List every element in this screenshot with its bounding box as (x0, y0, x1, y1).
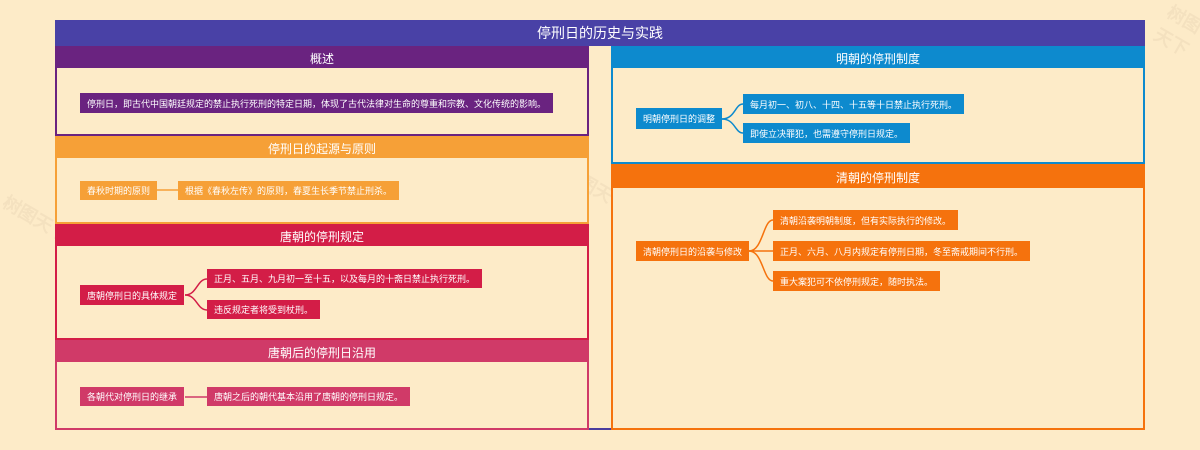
section-ming: 明朝的停刑制度 明朝停刑日的调整 每月初一、初八、十四、十五等十日禁止执行死刑。… (611, 46, 1145, 164)
section-after-tang-title: 唐朝后的停刑日沿用 (57, 342, 587, 362)
tang-parent-node[interactable]: 唐朝停刑日的具体规定 (80, 285, 185, 305)
section-qing: 清朝的停刑制度 清朝停刑日的沿袭与修改 清朝沿袭明朝制度，但有实际执行的修改。 … (611, 164, 1145, 430)
section-origin: 停刑日的起源与原则 春秋时期的原则 根据《春秋左传》的原则，春夏生长季节禁止刑杀… (55, 136, 589, 224)
watermark: 树图天下 (1150, 1, 1200, 61)
qing-child-node[interactable]: 正月、六月、八月内规定有停刑日期，冬至斋戒期间不行刑。 (773, 241, 1031, 261)
after-tang-parent-node[interactable]: 各朝代对停刑日的继承 (80, 387, 185, 406)
section-ming-title: 明朝的停刑制度 (613, 48, 1143, 68)
tang-child-node[interactable]: 违反规定者将受到杖刑。 (207, 300, 321, 319)
tang-child-node[interactable]: 正月、五月、九月初一至十五，以及每月的十斋日禁止执行死刑。 (207, 269, 483, 288)
section-tang: 唐朝的停刑规定 唐朝停刑日的具体规定 正月、五月、九月初一至十五，以及每月的十斋… (55, 224, 589, 340)
ming-child-node[interactable]: 即使立决罪犯，也需遵守停刑日规定。 (743, 123, 911, 143)
qing-connectors (748, 219, 774, 282)
section-tang-title: 唐朝的停刑规定 (57, 226, 587, 246)
after-tang-child-node[interactable]: 唐朝之后的朝代基本沿用了唐朝的停刑日规定。 (207, 387, 411, 406)
origin-child-node[interactable]: 根据《春秋左传》的原则，春夏生长季节禁止刑杀。 (178, 181, 400, 200)
section-qing-title: 清朝的停刑制度 (613, 166, 1143, 188)
mindmap-title: 停刑日的历史与实践 (55, 20, 1145, 46)
section-origin-title: 停刑日的起源与原则 (57, 138, 587, 158)
qing-child-node[interactable]: 清朝沿袭明朝制度，但有实际执行的修改。 (773, 210, 959, 230)
qing-child-node[interactable]: 重大案犯可不依停刑规定，随时执法。 (773, 271, 941, 291)
ming-parent-node[interactable]: 明朝停刑日的调整 (636, 108, 723, 129)
origin-parent-node[interactable]: 春秋时期的原则 (80, 181, 158, 200)
ming-child-node[interactable]: 每月初一、初八、十四、十五等十日禁止执行死刑。 (743, 94, 965, 114)
section-overview: 概述 停刑日，即古代中国朝廷规定的禁止执行死刑的特定日期，体现了古代法律对生命的… (55, 46, 589, 136)
qing-parent-node[interactable]: 清朝停刑日的沿袭与修改 (636, 241, 750, 261)
overview-text-node[interactable]: 停刑日，即古代中国朝廷规定的禁止执行死刑的特定日期，体现了古代法律对生命的尊重和… (80, 93, 554, 113)
section-after-tang: 唐朝后的停刑日沿用 各朝代对停刑日的继承 唐朝之后的朝代基本沿用了唐朝的停刑日规… (55, 340, 589, 430)
section-overview-title: 概述 (57, 48, 587, 68)
